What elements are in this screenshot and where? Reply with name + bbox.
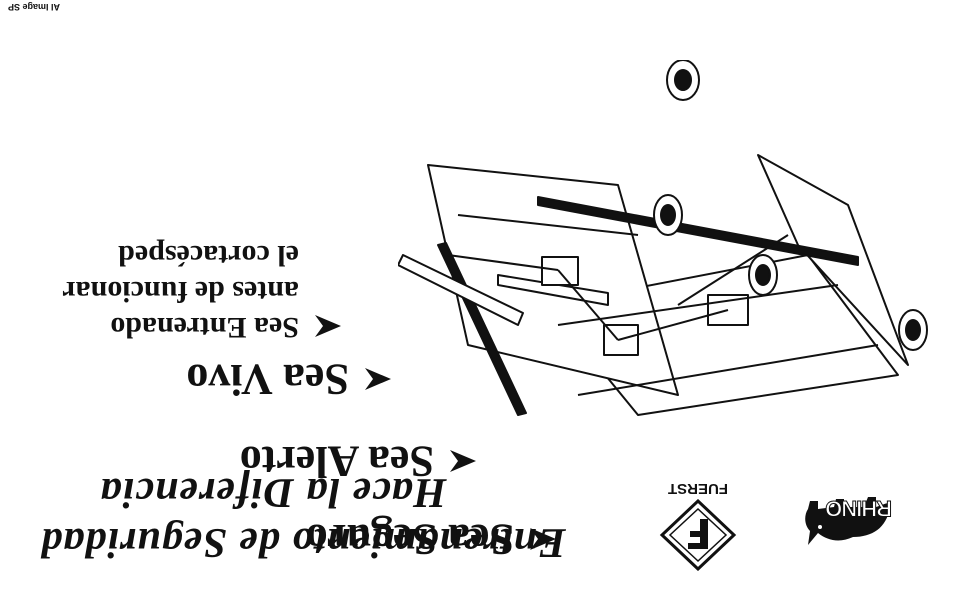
- bullet-line: antes de funcionar: [62, 275, 299, 308]
- bullet-sea-alerto: Sea Alerto: [240, 436, 478, 487]
- bullet-sea-seguro: Sea Seguro: [306, 514, 558, 565]
- rhino-logo: RHINO: [798, 487, 898, 567]
- bullet-sea-vivo: Sea Vivo: [186, 354, 393, 405]
- rotary-mower-illustration: [398, 60, 928, 416]
- image-caption: AI Image SP: [8, 2, 61, 12]
- rhino-wordmark: RHINO: [826, 496, 893, 522]
- fuerst-logo: FUERST: [658, 475, 738, 572]
- bullet-label: Sea Vivo: [186, 355, 349, 404]
- arrowhead-bullet-icon: [530, 528, 556, 551]
- arrowhead-bullet-icon: [365, 368, 391, 391]
- fuerst-wordmark: FUERST: [668, 480, 728, 497]
- arrowhead-bullet-icon: [315, 315, 341, 337]
- bullet-sea-entrenado: Sea Entrenado antes de funcionar el cort…: [62, 237, 343, 345]
- fuerst-logo-icon: [659, 498, 737, 572]
- bullet-label: Sea Alerto: [239, 437, 434, 486]
- bullet-line: el cortacésped: [118, 239, 299, 272]
- arrowhead-bullet-icon: [450, 450, 476, 473]
- bullet-line: Sea Entrenado: [110, 311, 299, 344]
- bullet-label: Sea Seguro: [305, 515, 514, 564]
- rhino-logo-icon: [805, 497, 890, 545]
